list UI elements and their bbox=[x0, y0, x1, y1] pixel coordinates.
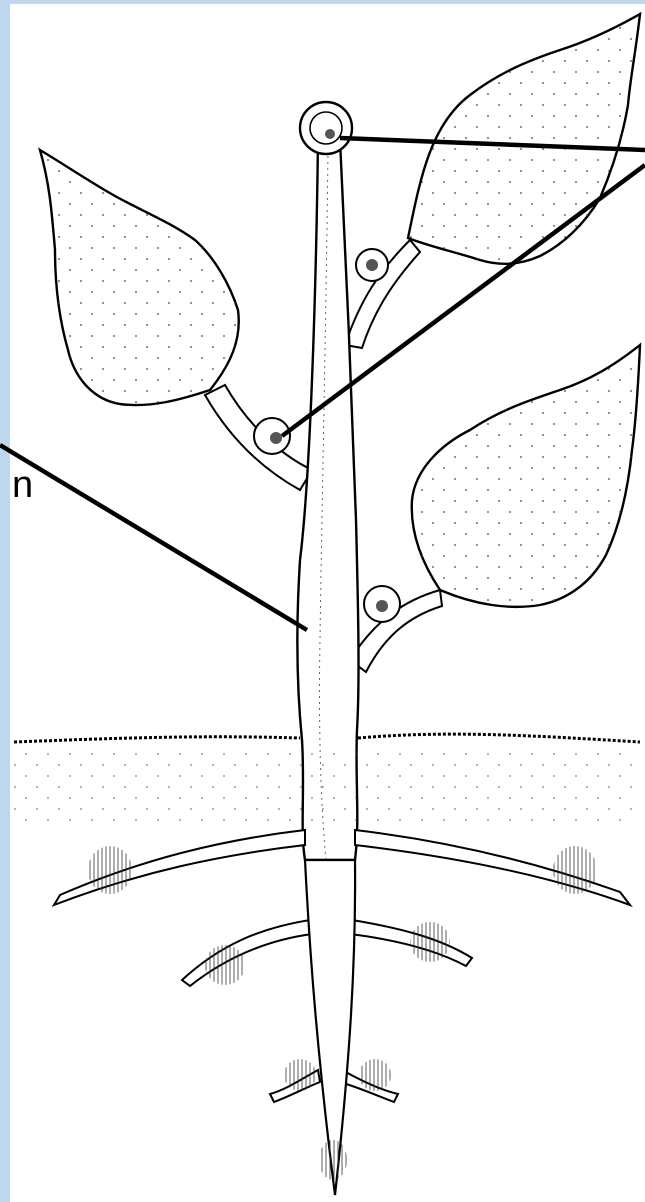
apical-bud-core bbox=[325, 129, 335, 139]
leaf-left-texture bbox=[40, 150, 239, 405]
axillary-bud-middle-core bbox=[270, 432, 282, 444]
root-hair-zone bbox=[410, 922, 450, 962]
apical-bud bbox=[300, 102, 352, 154]
leaf-lower-right-texture bbox=[412, 345, 640, 607]
root-hair-zone bbox=[319, 1140, 347, 1180]
leader-line-stem bbox=[0, 445, 307, 630]
soil-texture bbox=[14, 745, 640, 825]
axillary-bud-lower-core bbox=[376, 600, 388, 612]
root-hair-zone bbox=[88, 846, 132, 894]
root-hair-zone bbox=[205, 945, 245, 985]
root-hair-zone bbox=[284, 1059, 316, 1091]
leaf-upper-right-texture bbox=[408, 14, 640, 264]
root-hair-zone bbox=[553, 846, 597, 894]
axillary-bud-upper-core bbox=[366, 259, 378, 271]
root-hair-zone bbox=[359, 1059, 391, 1091]
stem-label-fragment: n bbox=[12, 466, 33, 504]
